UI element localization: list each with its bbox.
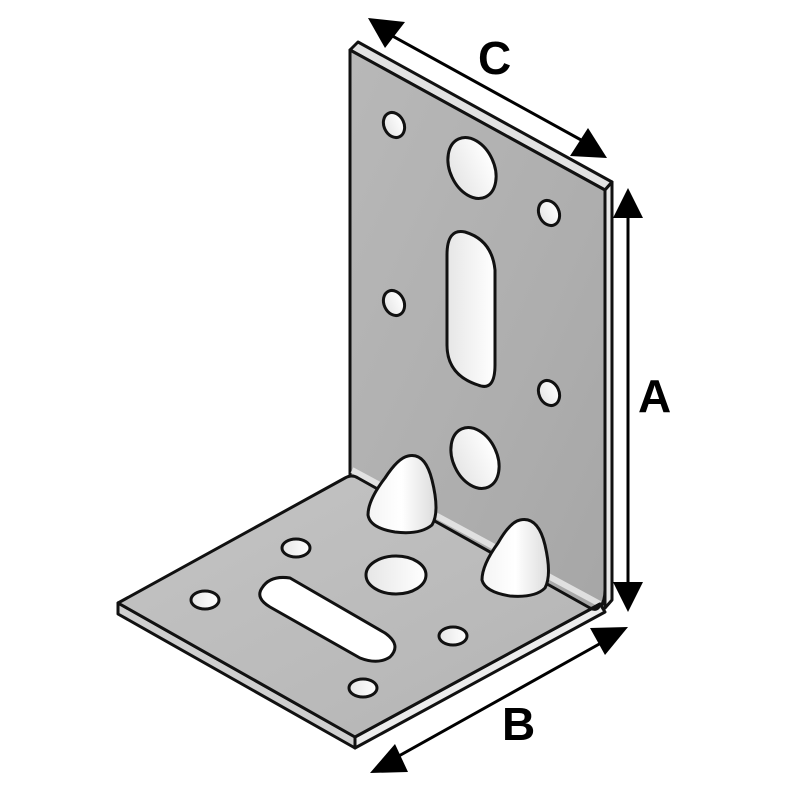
rib [366,454,438,535]
horizontal-slot [258,576,397,663]
dimension-label-b: B [502,698,535,750]
arrowhead-icon [590,627,628,655]
small-hole [381,288,407,318]
small-hole [347,677,379,699]
dimension-label-a: A [638,370,671,422]
round-hole [364,554,428,596]
arrowhead-icon [370,744,408,773]
vertical-plate-holes [381,110,562,490]
small-hole [189,589,221,611]
dimension-label-c: C [478,32,511,84]
stiffening-ribs [366,454,550,598]
arrowhead-icon [613,582,643,612]
dimension-a: A [613,188,671,612]
arrowhead-icon [613,188,643,218]
rib [480,518,550,598]
vertical-slot [445,229,497,388]
small-hole [536,378,562,408]
small-hole [437,625,469,647]
horizontal-plate-holes [189,537,469,699]
small-hole [280,537,312,559]
dimension-c: C [368,18,607,158]
arrowhead-icon [570,128,607,158]
small-hole [536,198,562,228]
horizontal-plate [116,474,607,750]
round-hole [449,426,501,490]
arrowhead-icon [368,18,405,48]
round-hole [446,136,498,200]
small-hole [381,110,407,140]
dimension-b: B [370,627,628,773]
